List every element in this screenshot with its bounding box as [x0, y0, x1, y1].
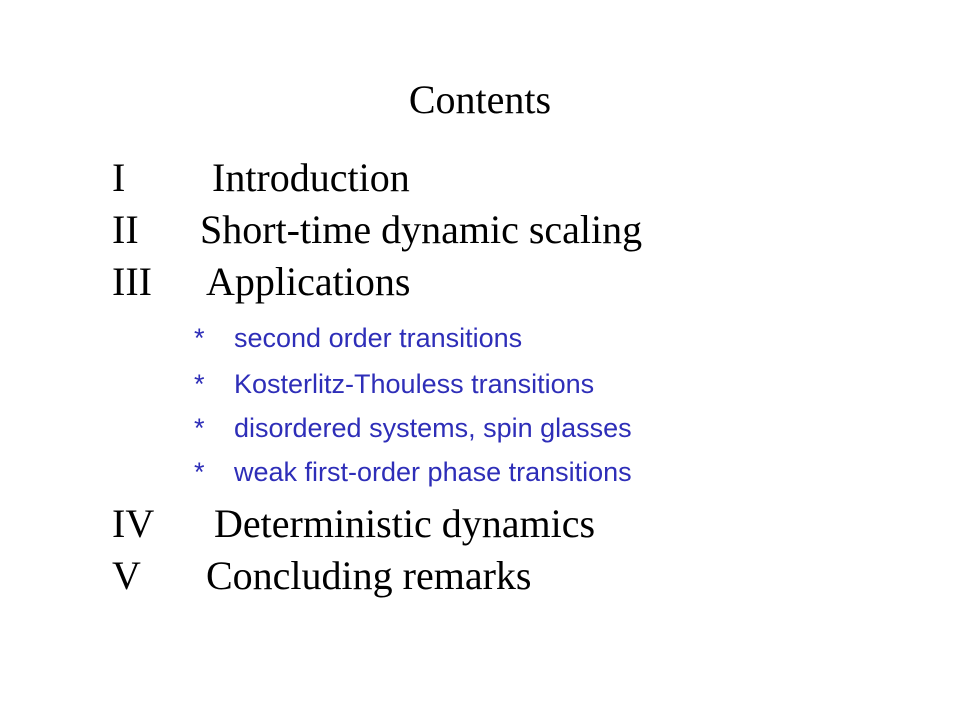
toc-numeral: V — [112, 553, 141, 598]
toc-numeral: IV — [112, 501, 155, 546]
toc-label: Concluding remarks — [206, 553, 532, 598]
sub-item-label: second order transitions — [234, 323, 523, 353]
toc-label: Short-time dynamic scaling — [200, 207, 643, 252]
toc-label: Deterministic dynamics — [214, 501, 596, 546]
slide-title: Contents — [408, 77, 552, 122]
bullet-asterisk: * — [194, 323, 205, 353]
toc-numeral: II — [112, 207, 139, 252]
bullet-asterisk: * — [194, 369, 205, 399]
bullet-asterisk: * — [194, 413, 205, 443]
sub-item-label: weak first-order phase transitions — [234, 457, 632, 487]
sub-item-label: disordered systems, spin glasses — [234, 413, 632, 443]
toc-numeral: III — [112, 259, 152, 304]
bullet-asterisk: * — [194, 457, 205, 487]
toc-label: Introduction — [212, 155, 410, 200]
toc-numeral: I — [112, 155, 126, 200]
sub-item-label: Kosterlitz-Thouless transitions — [234, 369, 595, 399]
toc-label: Applications — [206, 259, 411, 304]
